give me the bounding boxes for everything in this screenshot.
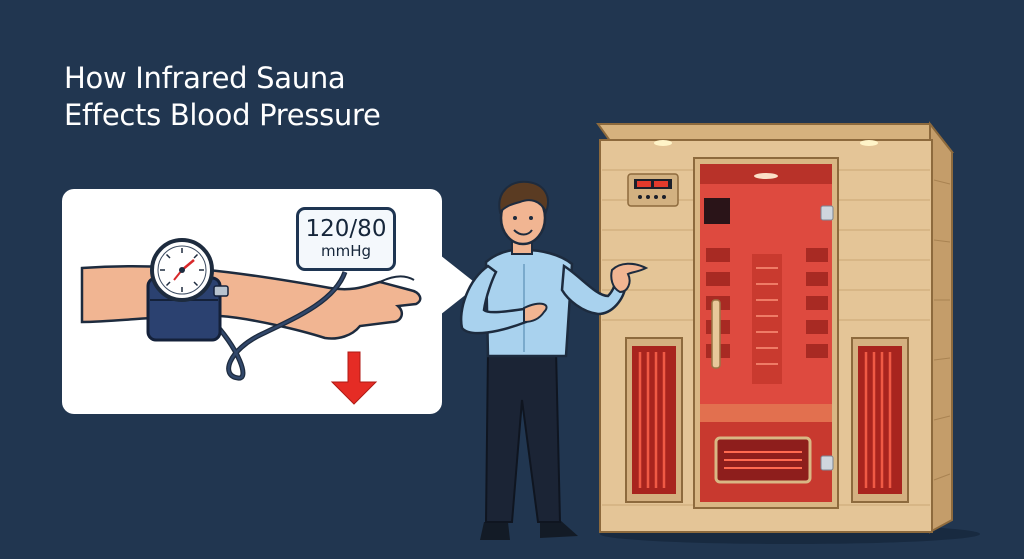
bp-reading-unit: mmHg xyxy=(320,242,372,260)
bp-reading-value: 120/80 xyxy=(305,216,387,242)
title-line-1: How Infrared Sauna xyxy=(64,61,346,95)
title-line-2: Effects Blood Pressure xyxy=(64,98,381,132)
page-title: How Infrared Sauna Effects Blood Pressur… xyxy=(64,60,381,134)
bp-reading-display: 120/80 mmHg xyxy=(296,207,396,271)
